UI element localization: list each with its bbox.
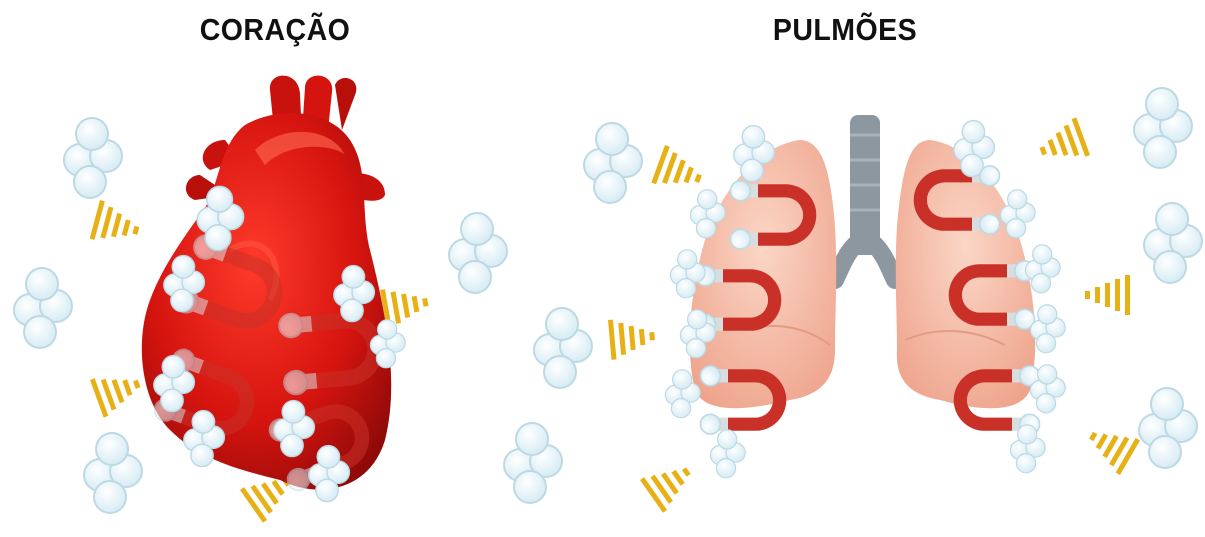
hazard-mark: [608, 316, 656, 360]
hazard-mark: [90, 200, 144, 250]
bubble-cluster: [449, 213, 507, 293]
bubble-cluster: [84, 433, 142, 513]
bubble-cluster: [504, 423, 562, 503]
bubble-cluster: [1144, 203, 1202, 283]
bubble-cluster: [584, 123, 642, 203]
trachea: [835, 115, 895, 280]
hazard-mark: [651, 145, 707, 198]
hazard-mark: [640, 454, 700, 513]
bubble-cluster: [1134, 88, 1192, 168]
heart-panel: [14, 76, 507, 523]
hazard-mark: [90, 365, 146, 418]
hazard-mark: [1085, 275, 1130, 315]
bubble-cluster: [64, 118, 122, 198]
lungs-panel: [504, 88, 1202, 513]
bubble-cluster: [14, 268, 72, 348]
hazard-mark: [1081, 418, 1140, 475]
bubble-cluster: [534, 308, 592, 388]
hazard-mark: [1034, 117, 1090, 170]
bubble-cluster: [1139, 388, 1197, 468]
heart-organ: [142, 76, 405, 502]
